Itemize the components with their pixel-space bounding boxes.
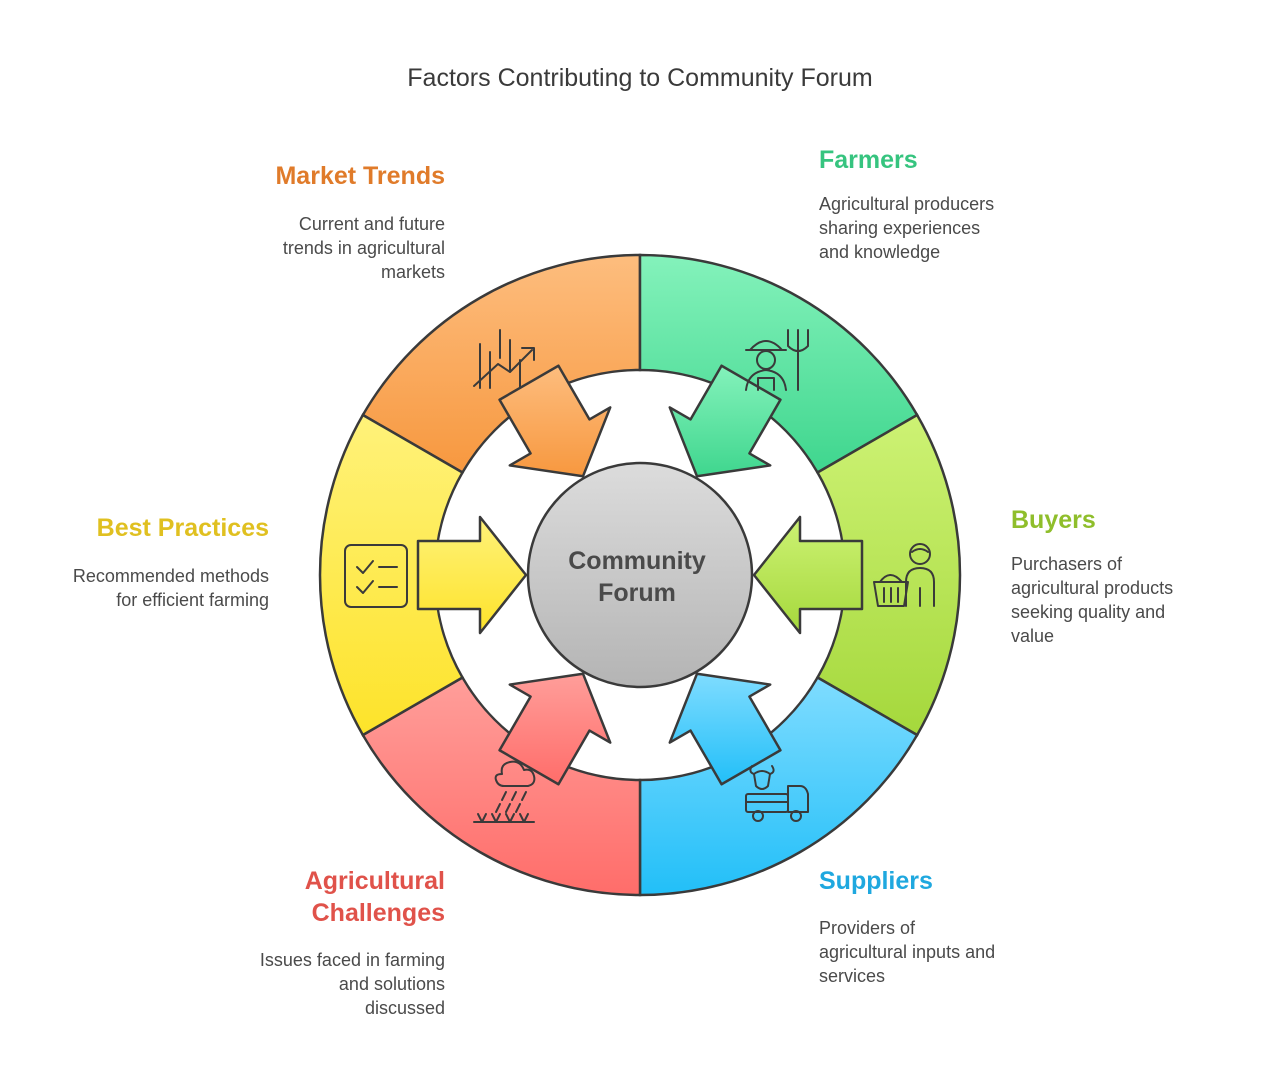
suppliers-description: Providers of agricultural inputs and ser… <box>819 918 996 986</box>
chart-trend-icon <box>473 329 535 389</box>
farmers-description: Agricultural producers sharing experienc… <box>819 194 995 262</box>
suppliers-arrow <box>668 672 782 786</box>
best-practices-label: Best Practices <box>96 514 269 542</box>
market-trends-label: Market Trends <box>275 162 445 190</box>
center-circle <box>526 461 754 689</box>
best-practices-segment <box>318 413 465 737</box>
buyers-arrow <box>752 515 864 635</box>
farmers-arrow <box>668 364 782 478</box>
market-trends-arrow <box>498 364 612 478</box>
buyers-description: Purchasers of agricultural products seek… <box>1011 554 1174 646</box>
suppliers-segment <box>638 675 919 897</box>
suppliers-label: Suppliers <box>819 867 933 895</box>
market-trends-description: Current and future trends in agricultura… <box>282 214 445 282</box>
best-practices-arrow <box>416 515 528 635</box>
market-trends-segment <box>361 253 642 475</box>
agricultural-challenges-description: Issues faced in farming and solutions di… <box>259 950 445 1018</box>
agricultural-challenges-arrow <box>498 672 612 786</box>
farmers-label: Farmers <box>819 146 918 174</box>
farmers-segment <box>638 253 919 475</box>
buyer-basket-icon <box>873 543 935 607</box>
agricultural-challenges-label: Agricultural Challenges <box>304 867 445 927</box>
truck-cattle-icon <box>745 765 809 822</box>
best-practices-description: Recommended methods for efficient farmin… <box>72 566 269 610</box>
inward-arrows <box>416 364 864 786</box>
rain-crops-icon <box>473 760 536 823</box>
buyers-label: Buyers <box>1011 506 1096 534</box>
checklist-icon <box>344 544 408 608</box>
diagram-title: Factors Contributing to Community Forum <box>407 64 873 92</box>
center-label-line1: Community <box>568 547 706 575</box>
farmer-pitchfork-icon <box>745 329 809 391</box>
center-label-line2: Forum <box>598 579 676 607</box>
